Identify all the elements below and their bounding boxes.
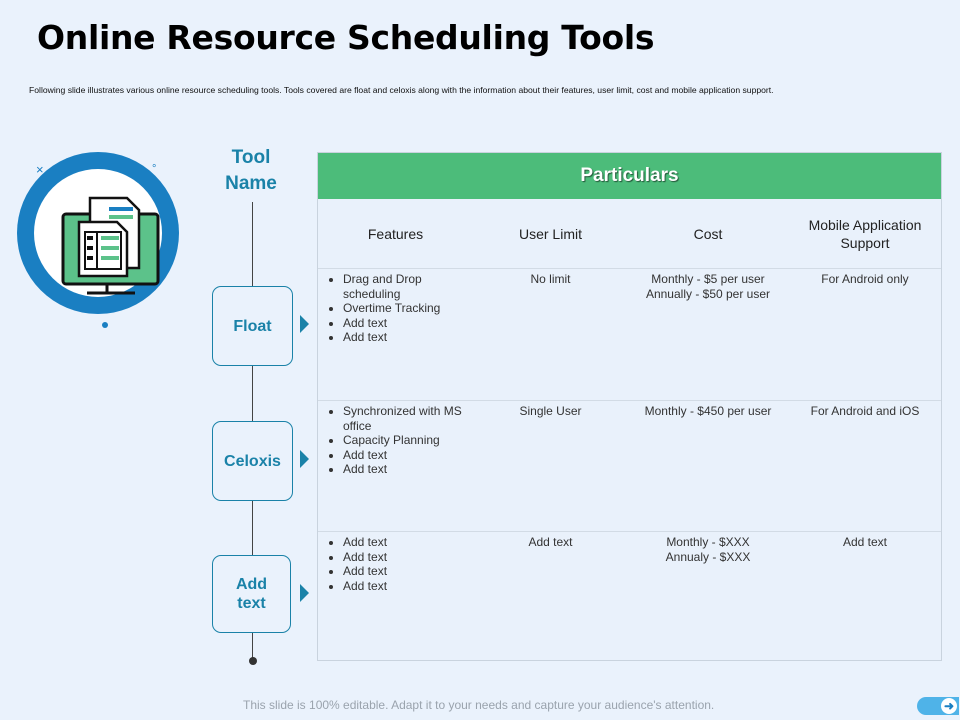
tool-item-celoxis[interactable]: Celoxis	[212, 421, 293, 501]
user-limit-cell: Single User	[519, 404, 582, 418]
tool-item-float[interactable]: Float	[212, 286, 293, 366]
cost-cell: Monthly - $5 per user Annually - $50 per…	[618, 272, 798, 301]
column-header-features: Features	[367, 225, 424, 242]
feature-item: Add text	[343, 564, 468, 579]
particulars-table: Particulars Features User Limit Cost Mob…	[317, 152, 942, 661]
feature-item: Add text	[343, 448, 468, 463]
column-header-row: Features User Limit Cost Mobile Applicat…	[318, 199, 941, 269]
next-slide-button[interactable]: ➜	[917, 697, 959, 715]
dot-decor-icon	[102, 322, 108, 328]
feature-item: Synchronized with MS office	[343, 404, 468, 433]
feature-item: Add text	[343, 330, 468, 345]
features-cell: Drag and Drop scheduling Overtime Tracki…	[318, 272, 468, 345]
tool-item-add-text[interactable]: Add text	[212, 555, 291, 633]
cost-cell: Monthly - $450 per user	[618, 404, 798, 419]
features-cell: Add text Add text Add text Add text	[318, 535, 468, 593]
feature-item: Overtime Tracking	[343, 301, 468, 316]
caret-right-icon	[300, 315, 309, 333]
feature-item: Add text	[343, 535, 468, 550]
cost-cell: Monthly - $XXX Annualy - $XXX	[618, 535, 798, 564]
circle-decor-icon: °	[152, 163, 157, 175]
mobile-support-cell: For Android and iOS	[810, 404, 920, 418]
table-row: Drag and Drop scheduling Overtime Tracki…	[318, 268, 941, 401]
feature-item: Add text	[343, 579, 468, 594]
table-row: Add text Add text Add text Add text Add …	[318, 531, 941, 660]
feature-item: Add text	[343, 462, 468, 477]
feature-item: Drag and Drop scheduling	[343, 272, 468, 301]
column-header-cost: Cost	[693, 225, 723, 242]
page-title: Online Resource Scheduling Tools	[37, 18, 655, 57]
feature-item: Add text	[343, 316, 468, 331]
caret-right-icon	[300, 450, 309, 468]
mobile-support-cell: Add text	[842, 535, 888, 549]
footer-note: This slide is 100% editable. Adapt it to…	[243, 698, 715, 712]
column-header-mobile-support: Mobile Application Support	[808, 216, 922, 251]
cost-line: Monthly - $5 per user	[651, 272, 765, 286]
cost-line: Monthly - $450 per user	[644, 404, 772, 418]
caret-right-icon	[300, 584, 309, 602]
arrow-right-icon: ➜	[941, 698, 957, 714]
page-subtitle: Following slide illustrates various onli…	[29, 85, 774, 95]
feature-item: Capacity Planning	[343, 433, 468, 448]
mobile-support-cell: For Android only	[821, 272, 909, 286]
column-header-user-limit: User Limit	[518, 225, 582, 242]
table-row: Synchronized with MS office Capacity Pla…	[318, 400, 941, 532]
cost-line: Annually - $50 per user	[645, 286, 771, 301]
tool-name-heading: Tool Name	[225, 147, 277, 194]
features-cell: Synchronized with MS office Capacity Pla…	[318, 404, 468, 477]
timeline-end-dot	[249, 657, 257, 665]
cost-line: Monthly - $XXX	[666, 535, 750, 549]
table-header-particulars: Particulars	[318, 153, 941, 199]
monitor-document-icon	[17, 152, 179, 314]
user-limit-cell: No limit	[530, 272, 571, 286]
cost-line: Annualy - $XXX	[665, 549, 751, 564]
feature-item: Add text	[343, 550, 468, 565]
user-limit-cell: Add text	[528, 535, 573, 549]
close-decor-icon: ×	[36, 162, 44, 177]
